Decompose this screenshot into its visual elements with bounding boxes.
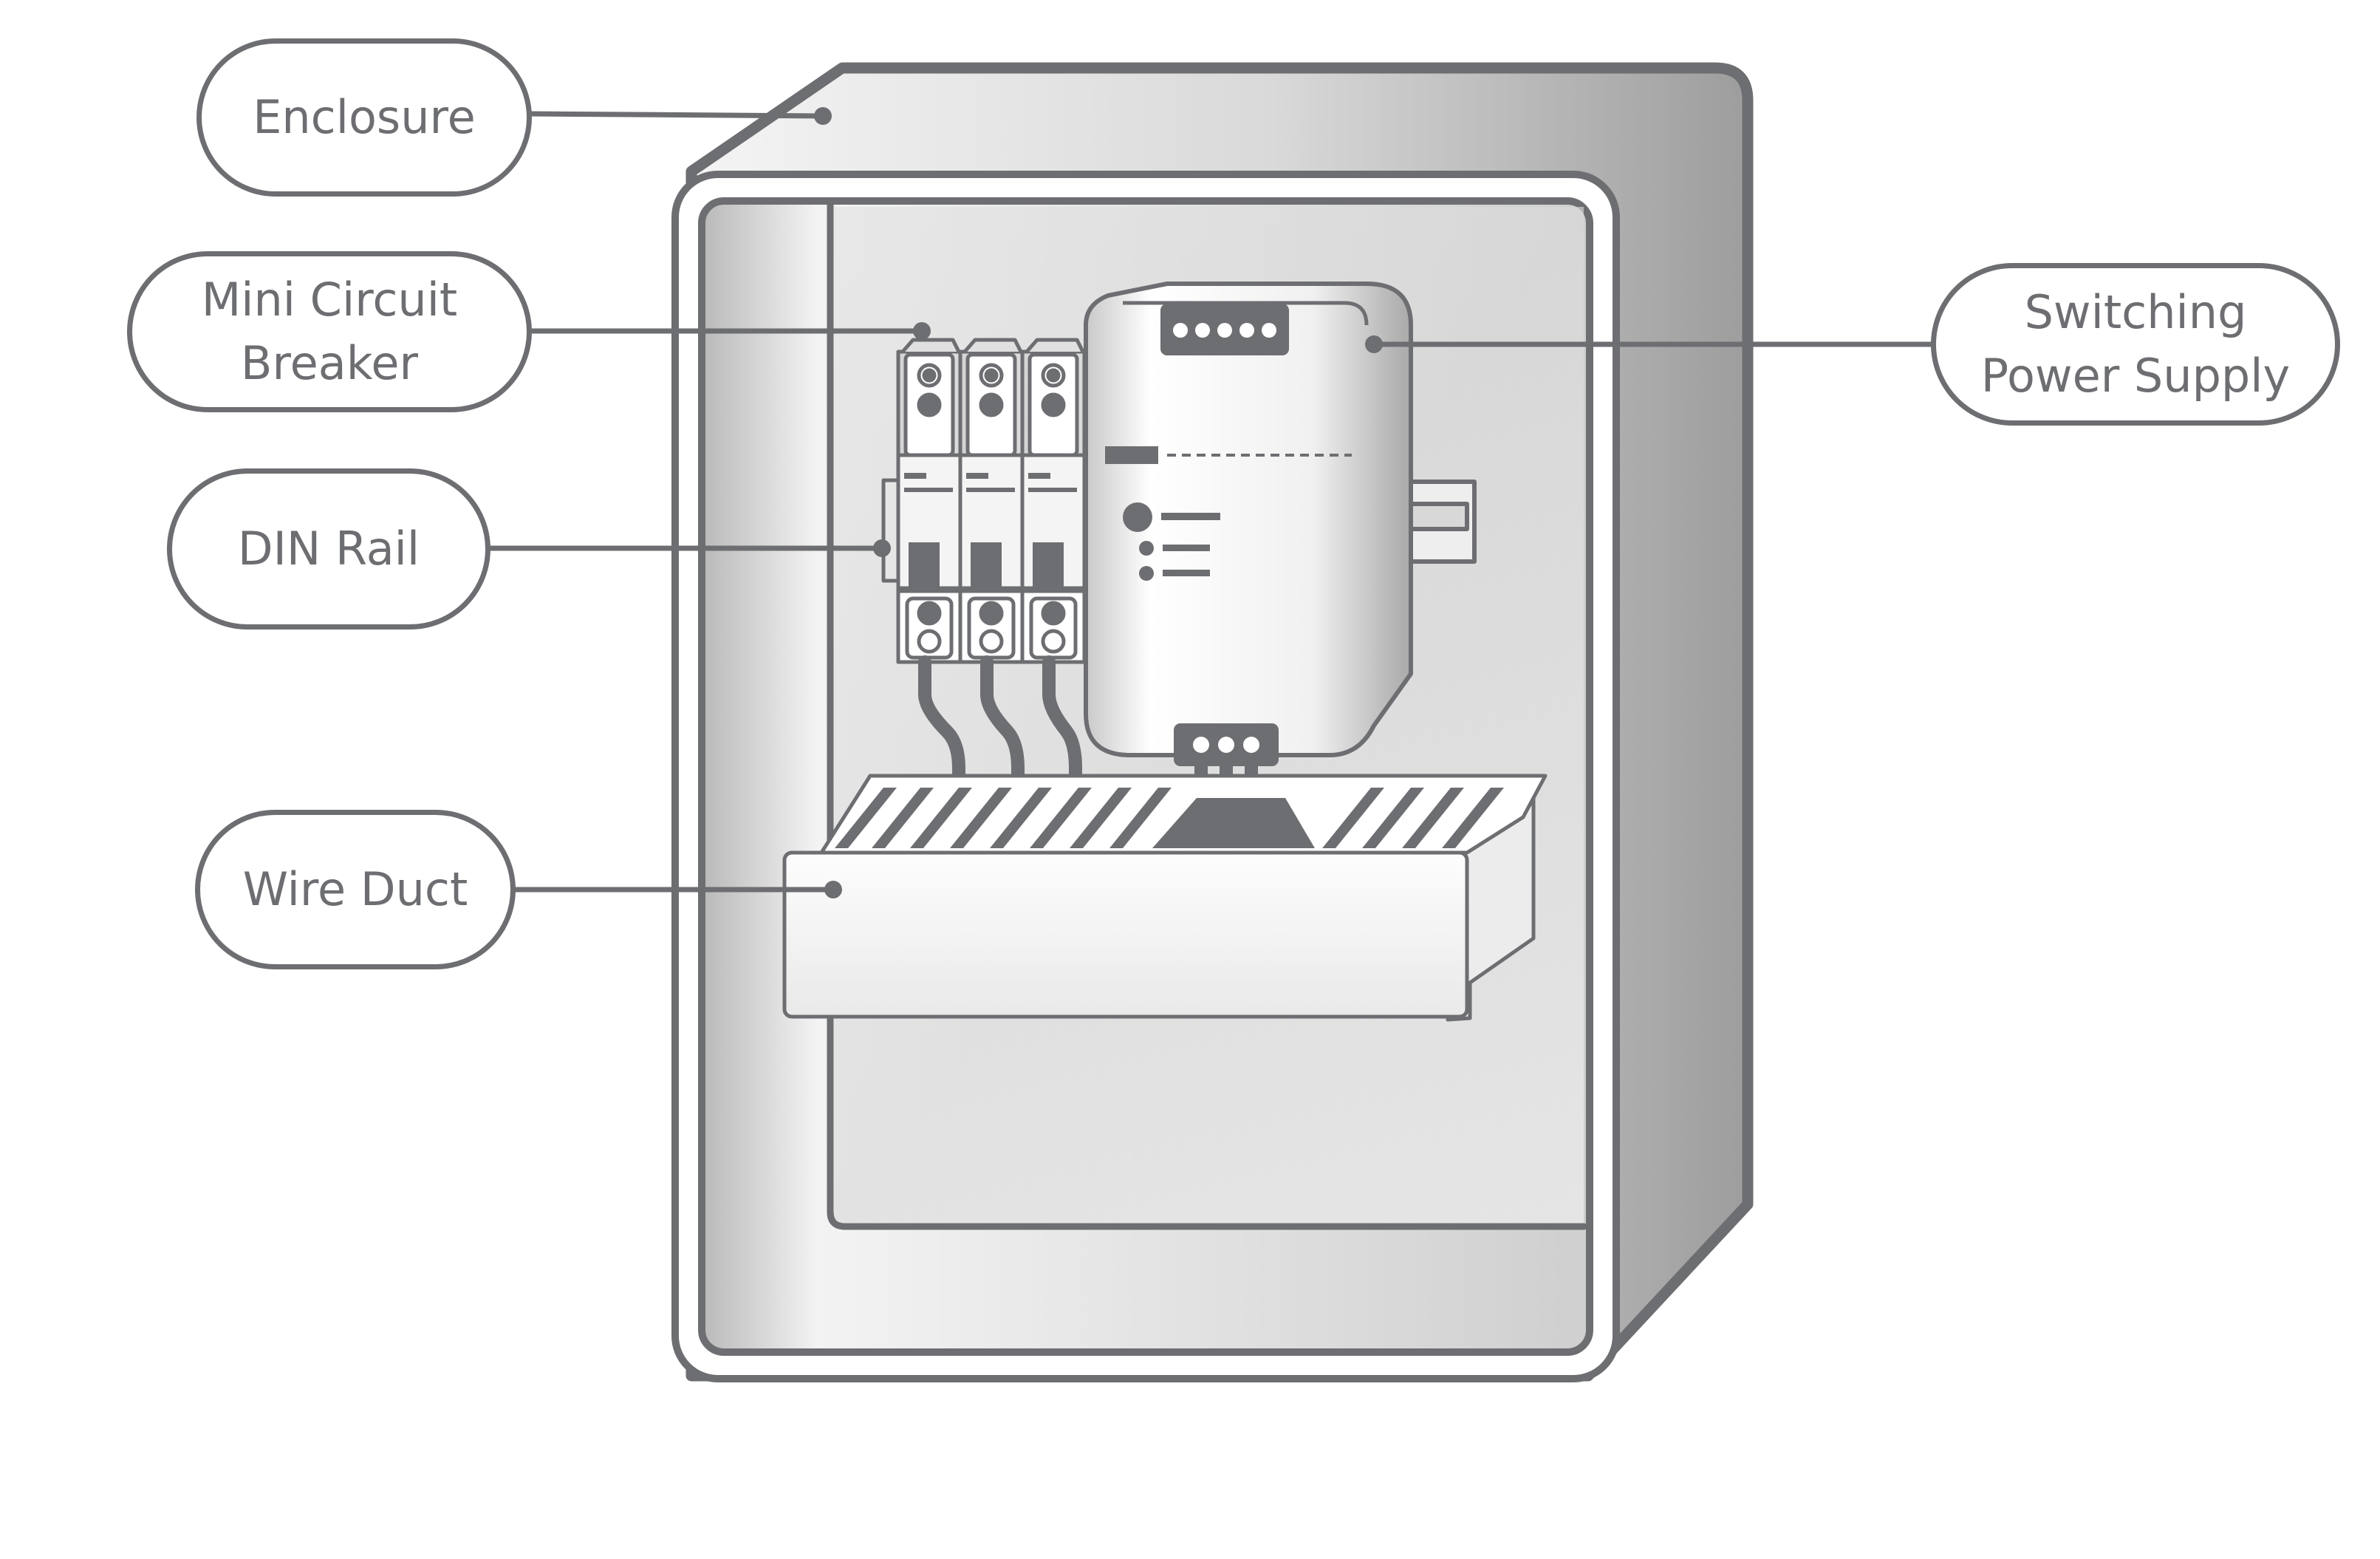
breaker-wires	[918, 655, 1082, 834]
pointer-dot-enclosure	[814, 107, 832, 125]
mini-circuit-breakers	[881, 338, 1087, 664]
breaker-1	[896, 349, 962, 664]
wire-duct	[782, 774, 1548, 1022]
breaker-2	[958, 349, 1025, 664]
pointer-dot-switching-power-supply	[1365, 335, 1383, 353]
label-enclosure: Enclosure	[196, 38, 532, 197]
din-rail-left-end	[881, 478, 900, 583]
leader-lines	[488, 107, 1934, 898]
label-wire-duct-text: Wire Duct	[242, 862, 468, 917]
label-wire-duct: Wire Duct	[195, 810, 516, 969]
label-switching-power-supply-line-2: Power Supply	[1980, 349, 2291, 403]
label-switching-power-supply-line-1: Switching	[2024, 285, 2247, 340]
breaker-3	[1020, 349, 1087, 664]
label-mini-circuit-breaker-line-2: Breaker	[240, 336, 419, 390]
label-enclosure-text: Enclosure	[253, 90, 476, 145]
pointer-dot-wire-duct	[824, 881, 842, 898]
label-switching-power-supply: Switching Power Supply	[1931, 263, 2340, 426]
label-mini-circuit-breaker-line-1: Mini Circuit	[201, 273, 458, 327]
leader-enclosure	[529, 111, 824, 119]
wire-duct-front	[782, 850, 1469, 1019]
label-mini-circuit-breaker: Mini Circuit Breaker	[127, 251, 532, 412]
label-din-rail: DIN Rail	[167, 468, 490, 630]
pointer-dot-din-rail	[873, 539, 891, 557]
pointer-dot-mini-circuit-breaker	[913, 322, 931, 340]
label-din-rail-text: DIN Rail	[237, 522, 420, 576]
switching-power-supply	[1084, 282, 1477, 766]
